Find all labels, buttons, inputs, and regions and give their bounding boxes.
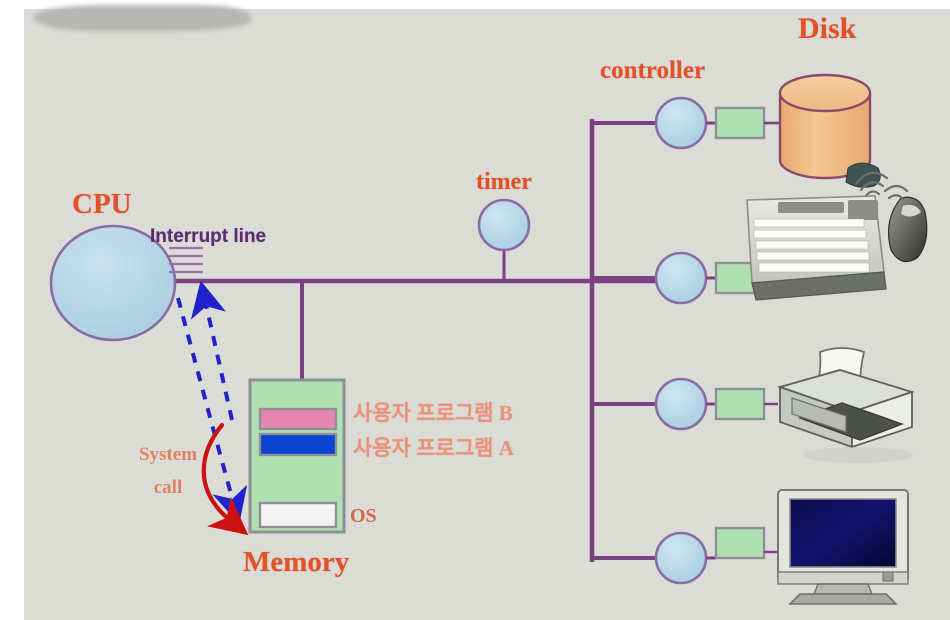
- label-user-program-a: 사용자 프로그램 A: [353, 436, 514, 460]
- wireless-signal-waves: [854, 171, 909, 201]
- memory-block[interactable]: [248, 378, 346, 534]
- device-port-printer[interactable]: [714, 387, 766, 421]
- device-port-disk[interactable]: [714, 106, 766, 140]
- label-interrupt-line: Interrupt line: [150, 226, 267, 247]
- keyboard-media-strip: [778, 202, 844, 213]
- controller-circle-disk[interactable]: [654, 96, 708, 150]
- disk-cylinder-top: [778, 73, 872, 113]
- keyboard-wrist-rest: [751, 271, 887, 301]
- disk-device[interactable]: [778, 73, 872, 180]
- monitor-stand-base: [788, 593, 898, 605]
- label-system-call-line2: call: [153, 477, 183, 498]
- interrupt-arrow-up: [190, 280, 234, 421]
- label-timer: timer: [476, 169, 532, 195]
- label-os: OS: [350, 505, 377, 527]
- memory-slot-os[interactable]: [258, 501, 338, 529]
- device-controllers: [654, 96, 780, 585]
- controller-circle-monitor[interactable]: [654, 531, 708, 585]
- wireless-receiver: [845, 162, 881, 188]
- interrupt-arrows: [176, 280, 248, 525]
- cpu-circle[interactable]: [49, 224, 177, 342]
- device-port-monitor[interactable]: [714, 526, 766, 560]
- system-call-arrow: [201, 422, 249, 536]
- keyboard-keys: [753, 218, 870, 273]
- eraser-smudge-artifact: [33, 5, 251, 31]
- monitor-power-button[interactable]: [882, 571, 894, 582]
- system-call-curve: [201, 422, 249, 536]
- printer-front-panel: [791, 397, 847, 433]
- mouse-buttons: [901, 204, 921, 217]
- controller-circle-printer[interactable]: [654, 377, 708, 431]
- keyboard-mouse-device[interactable]: [746, 162, 928, 301]
- label-memory: Memory: [243, 546, 350, 578]
- timer-node[interactable]: [477, 198, 531, 281]
- monitor-screen: [789, 498, 897, 568]
- label-disk: Disk: [798, 12, 857, 45]
- label-controller: controller: [600, 57, 706, 84]
- interrupt-line-group: [169, 246, 203, 274]
- cpu-node[interactable]: [49, 224, 177, 342]
- printer-device[interactable]: [777, 347, 915, 463]
- monitor-neck: [812, 583, 874, 595]
- label-system-call-line1: System: [138, 444, 198, 465]
- keyboard-hotkey-pad: [848, 200, 878, 220]
- label-cpu: CPU: [72, 188, 132, 220]
- monitor-device[interactable]: [777, 489, 909, 605]
- memory-slot-user-program-a[interactable]: [258, 432, 338, 457]
- timer-circle[interactable]: [477, 198, 531, 252]
- label-user-program-b: 사용자 프로그램 B: [353, 401, 513, 425]
- controller-circle-keyboard[interactable]: [654, 251, 708, 305]
- system-bus: [168, 119, 657, 562]
- interrupt-arrow-down: [176, 297, 248, 525]
- memory-slot-user-program-b[interactable]: [258, 407, 338, 431]
- printer-shadow: [803, 447, 913, 463]
